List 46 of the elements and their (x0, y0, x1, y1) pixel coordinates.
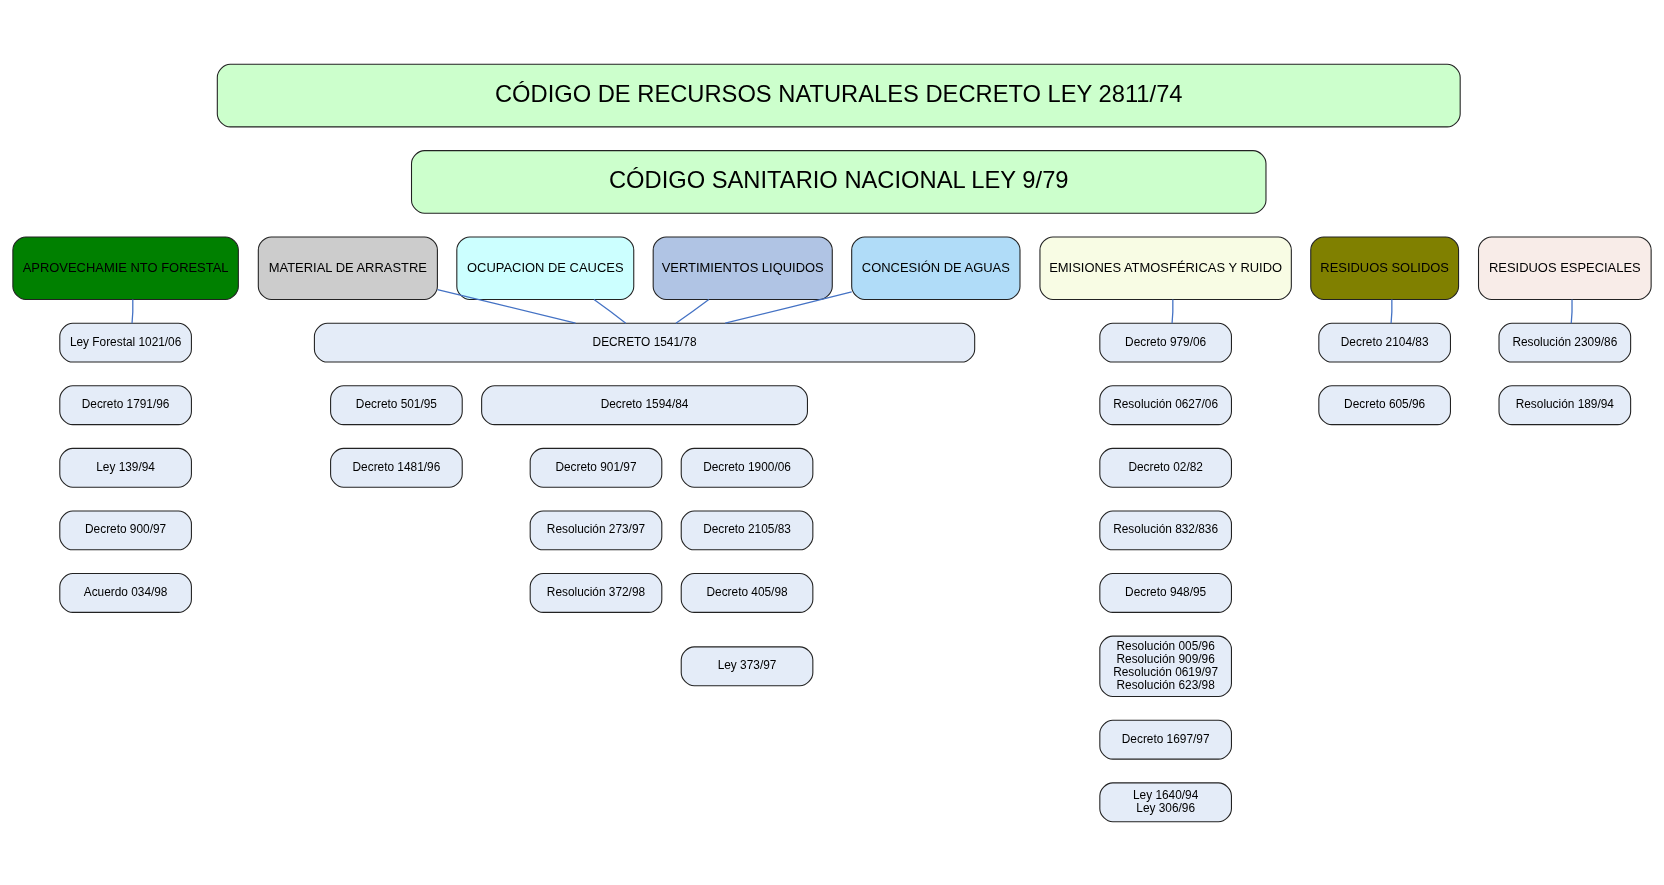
node-box: EMISIONES ATMOSFÉRICAS Y RUIDO (1039, 235, 1292, 300)
node-box: Decreto 02/82 (1099, 447, 1232, 488)
connector (131, 298, 134, 324)
node-box: Decreto 1594/84 (481, 384, 808, 425)
connector (675, 298, 710, 324)
node-box: Decreto 900/97 (59, 509, 192, 550)
connector (724, 290, 853, 324)
node-box: Decreto 1697/97 (1099, 719, 1232, 760)
node-box: Resolución 2309/86 (1498, 322, 1632, 363)
node-box: Resolución 189/94 (1498, 384, 1632, 425)
node-box: Resolución 372/98 (529, 572, 663, 613)
connector (593, 298, 627, 324)
node-box: Decreto 901/97 (529, 447, 663, 488)
node-box: Decreto 605/96 (1318, 384, 1451, 425)
node-box: Decreto 948/95 (1099, 572, 1232, 613)
node-box: Decreto 1481/96 (330, 447, 463, 488)
node-box: APROVECHAMIE NTO FORESTAL (12, 235, 239, 300)
node-box: VERTIMIENTOS LIQUIDOS (652, 235, 833, 300)
node-box: Decreto 2105/83 (680, 509, 814, 550)
node-box: Resolución 832/836 (1099, 509, 1232, 550)
node-box: OCUPACION DE CAUCES (456, 235, 635, 300)
node-box: Ley 1640/94 Ley 306/96 (1099, 781, 1232, 822)
connector (1390, 298, 1393, 324)
node-box: Ley Forestal 1021/06 (59, 322, 192, 363)
connector (1171, 298, 1174, 324)
node-box: RESIDUOS SOLIDOS (1310, 235, 1460, 300)
node-box: Decreto 501/95 (330, 384, 463, 425)
node-box: Decreto 1900/06 (680, 447, 814, 488)
node-box: Resolución 005/96 Resolución 909/96 Resolución 0619/97 Resolución 623/98 (1099, 635, 1232, 697)
node-box: Resolución 273/97 (529, 509, 663, 550)
node-box: Ley 139/94 (59, 447, 192, 488)
node-box: Resolución 0627/06 (1099, 384, 1232, 425)
node-box: DECRETO 1541/78 (313, 322, 976, 363)
node-box: MATERIAL DE ARRASTRE (257, 235, 438, 300)
node-box: CÓDIGO SANITARIO NACIONAL LEY 9/79 (410, 149, 1267, 214)
node-box: CONCESIÓN DE AGUAS (851, 235, 1021, 300)
node-box: Ley 373/97 (680, 645, 814, 686)
node-box: Decreto 405/98 (680, 572, 814, 613)
node-box: Acuerdo 034/98 (59, 572, 192, 613)
connector (436, 288, 577, 324)
node-box: Decreto 1791/96 (59, 384, 192, 425)
node-box: Decreto 2104/83 (1318, 322, 1451, 363)
node-box: Decreto 979/06 (1099, 322, 1232, 363)
connector (1570, 298, 1573, 324)
node-box: RESIDUOS ESPECIALES (1477, 235, 1652, 300)
node-box: CÓDIGO DE RECURSOS NATURALES DECRETO LEY 2811/74 (216, 63, 1461, 127)
